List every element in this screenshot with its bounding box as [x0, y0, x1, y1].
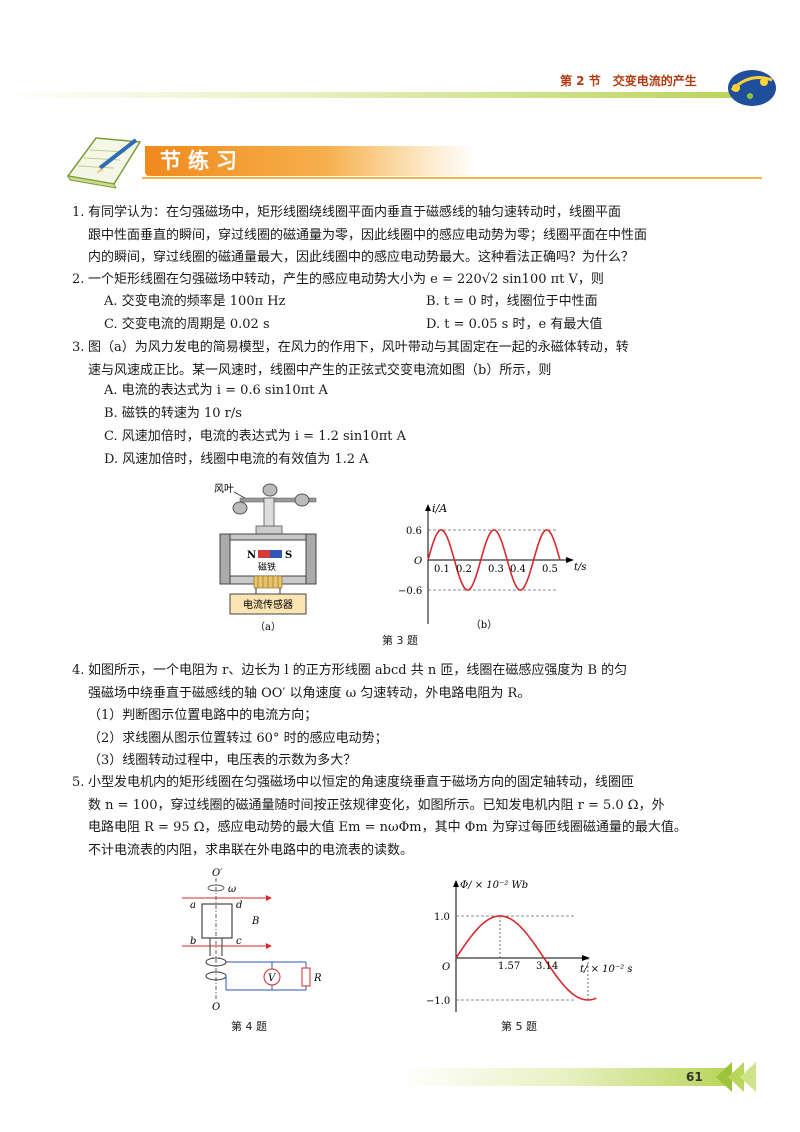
question-text: 内的瞬间，穿过线圈的磁通量最大，因此线圈中的感应电动势最大。这种看法正确吗？为什…	[88, 250, 635, 265]
question-5: 5. 小型发电机内的矩形线圈在匀强磁场中以恒定的角速度绕垂直于磁场方向的固定轴转…	[72, 772, 728, 862]
y-tick-label: 0.6	[406, 526, 422, 537]
question-number: 2.	[72, 272, 85, 287]
question-number: 1.	[72, 205, 85, 220]
question-text: 如图所示，一个电阻为 r、边长为 l 的正方形线圈 abcd 共 n 匝，线圈在…	[88, 663, 628, 678]
chapter-badge-icon	[728, 70, 776, 106]
vertex-c: c	[236, 936, 242, 947]
section-banner	[145, 146, 475, 176]
question-2: 2. 一个矩形线圈在匀强磁场中转动，产生的感应电动势大小为 e = 220√2 …	[72, 269, 728, 292]
flux-time-chart: Φ/ × 10⁻² Wb t/ × 10⁻² s O 1.0 −1.0 1.57…	[426, 880, 632, 1012]
question-text: （2）求线圈从图示位置转过 60° 时的感应电动势；	[88, 730, 388, 746]
n-pole-label: N	[247, 550, 256, 561]
question-text: 小型发电机内的矩形线圈在匀强磁场中以恒定的角速度绕垂直于磁场方向的固定轴转动，线…	[88, 775, 635, 790]
figure-sub-caption: （b）	[471, 619, 497, 631]
series-line	[427, 529, 561, 591]
figure-caption: 第 3 题	[382, 634, 418, 647]
x-axis-label: t/s	[574, 562, 587, 573]
question-text: 图（a）为风力发电的简易模型，在风力的作用下，风叶带动与其固定在一起的永磁体转动…	[88, 340, 629, 355]
arrow-decoration-icon	[716, 1062, 756, 1092]
option-a: A. 电流的表达式为 i = 0.6 sin10πt A	[104, 383, 328, 398]
question-text: 速与风速成正比。某一风速时，线圈中产生的正弦式交变电流如图（b）所示，则	[88, 362, 552, 378]
option-c: C. 风速加倍时，电流的表达式为 i = 1.2 sin10πt A	[104, 429, 407, 444]
x-tick-label: 0.3	[488, 564, 504, 575]
question-text: 不计电流表的内阻，求串联在外电路中的电流表的读数。	[88, 842, 414, 858]
question-text: 强磁场中绕垂直于磁感线的轴 OO′ 以角速度 ω 匀速转动，外电路电阻为 R。	[88, 685, 531, 701]
section-header-label: 第 2 节 交变电流的产生	[560, 74, 697, 88]
field-label-b: B	[251, 916, 259, 927]
x-tick-label: 0.1	[434, 564, 450, 575]
citie-label: 磁铁	[258, 561, 276, 573]
o-label: O	[212, 1002, 220, 1013]
question-text: 一个矩形线圈在匀强磁场中转动，产生的感应电动势大小为 e = 220√2 sin…	[88, 272, 604, 287]
banner-rule	[142, 177, 762, 179]
header-rule	[0, 92, 740, 98]
option-b: B. t = 0 时，线圈位于中性面	[426, 294, 598, 309]
x-tick-label: 0.5	[542, 564, 558, 575]
question-text: 跟中性面垂直的瞬间，穿过线圈的磁通量为零，因此线圈中的感应电动势为零；线圈平面在…	[88, 227, 648, 243]
s-pole-label: S	[285, 550, 292, 561]
question-text: （1）判断图示位置电路中的电流方向；	[88, 708, 318, 723]
y-tick-label: −0.6	[398, 586, 422, 597]
figure-caption: 第 5 题	[501, 1020, 537, 1033]
resistor-label: R	[313, 973, 322, 984]
figure-sub-caption: （a）	[255, 621, 281, 633]
x-tick-label: 3.14	[536, 961, 558, 972]
book-pencil-icon	[66, 137, 142, 189]
y-tick-label: 1.0	[434, 912, 450, 923]
question-text: 有同学认为：在匀强磁场中，矩形线圈绕线圈平面内垂直于磁感线的轴匀速转动时，线圈平…	[88, 205, 622, 220]
question-text: 电路电阻 R = 95 Ω，感应电动势的最大值 Em = nωΦm，其中 Φm …	[88, 820, 687, 835]
question-number: 3.	[72, 340, 85, 355]
question-4: 4. 如图所示，一个电阻为 r、边长为 l 的正方形线圈 abcd 共 n 匝，…	[72, 660, 728, 773]
x-tick-label: 0.4	[510, 564, 526, 575]
page-number: 61	[686, 1070, 703, 1084]
voltmeter-label: V	[268, 973, 277, 984]
option-b: B. 磁铁的转速为 10 r/s	[104, 406, 242, 421]
x-tick-label: 0.2	[456, 564, 472, 575]
wind-generator-figure: 风叶 N S 磁铁 电流传感器 （a）	[214, 483, 317, 633]
question-1: 1. 有同学认为：在匀强磁场中，矩形线圈绕线圈平面内垂直于磁感线的轴匀速转动时，…	[72, 202, 728, 270]
question-text: 数 n = 100，穿过线圈的磁通量随时间按正弦规律变化，如图所示。已知发电机内…	[88, 797, 665, 813]
x-axis-label: t/ × 10⁻² s	[580, 964, 632, 975]
option-c: C. 交变电流的周期是 0.02 s	[104, 317, 270, 332]
coil-circuit-figure: O′ ω a d b c B V R O	[182, 868, 322, 1013]
y-tick-label: −1.0	[426, 996, 450, 1007]
section-title: 节练习	[160, 149, 244, 173]
vertex-b: b	[190, 936, 196, 947]
option-a: A. 交变电流的频率是 100π Hz	[104, 294, 286, 309]
x-tick-label: 1.57	[498, 961, 520, 972]
series-line	[455, 915, 597, 1001]
origin-label: O	[442, 962, 450, 973]
question-3: 3. 图（a）为风力发电的简易模型，在风力的作用下，风叶带动与其固定在一起的永磁…	[72, 337, 728, 382]
current-time-chart: i/A t/s O 0.6 −0.6 0.1 0.2 0.3 0.4 0.5 （…	[398, 502, 587, 631]
y-axis-label: Φ/ × 10⁻² Wb	[460, 880, 528, 891]
figure-caption: 第 4 题	[231, 1020, 267, 1033]
option-d: D. t = 0.05 s 时，e 有最大值	[426, 317, 603, 332]
question-text: （3）线圈转动过程中，电压表的示数为多大？	[88, 753, 357, 768]
option-d: D. 风速加倍时，线圈中电流的有效值为 1.2 A	[104, 452, 369, 467]
question-number: 4.	[72, 663, 85, 678]
footer-bar	[400, 1068, 730, 1086]
omega-label: ω	[228, 884, 236, 895]
origin-label: O	[414, 556, 422, 567]
y-axis-label: i/A	[432, 502, 447, 515]
sensor-label: 电流传感器	[243, 598, 293, 611]
vertex-d: d	[236, 900, 242, 911]
question-number: 5.	[72, 775, 85, 790]
fengye-label: 风叶	[214, 483, 234, 495]
vertex-a: a	[190, 900, 196, 911]
o-prime-label: O′	[212, 868, 223, 879]
